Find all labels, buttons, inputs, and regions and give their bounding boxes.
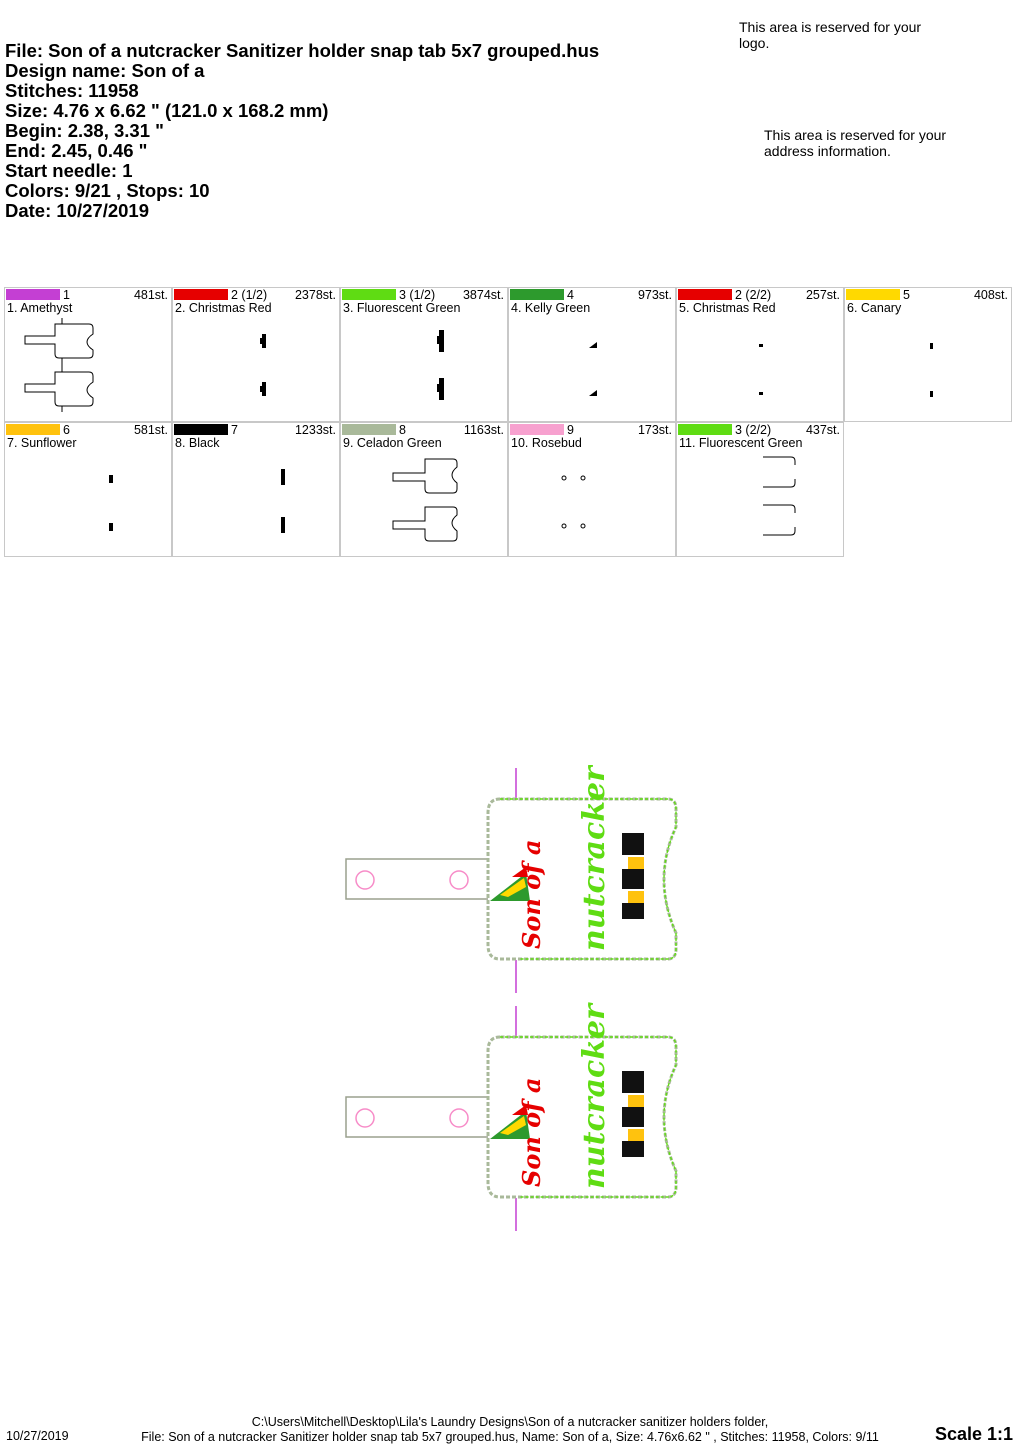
- color-cell: 9 173st. 10. Rosebud: [508, 422, 676, 557]
- color-cell: 3 (2/2) 437st.11. Fluorescent Green: [676, 422, 844, 557]
- color-sequence-grid: 1 481st. 1. Amethyst 2 (1/2) 2378st. 2. Chris…: [4, 287, 1014, 559]
- color-name: 1. Amethyst: [7, 301, 73, 315]
- color-name: 9. Celadon Green: [343, 436, 442, 450]
- color-name: 10. Rosebud: [511, 436, 582, 450]
- needle-number: 3 (1/2): [399, 288, 436, 302]
- needle-number: 2 (1/2): [231, 288, 268, 302]
- footer-info: C:\Users\Mitchell\Desktop\Lila's Laundry…: [120, 1415, 900, 1445]
- sanitizer-holder-top: Son of a nutcracker: [345, 765, 678, 993]
- color-preview-thumbnail: [763, 456, 796, 536]
- design-name: Design name: Son of a: [5, 60, 205, 81]
- color-cell: 1 481st. 1. Amethyst: [4, 287, 172, 422]
- color-name: 6. Canary: [847, 301, 902, 315]
- design-text-line1: Son of a: [517, 1078, 546, 1187]
- begin-point: Begin: 2.38, 3.31 ": [5, 120, 164, 141]
- color-cell: 8 1163st. 9. Celadon Green: [340, 422, 508, 557]
- color-cell: 3 (1/2) 3874st.3. Fluorescent Green: [340, 287, 508, 422]
- color-swatch: [510, 424, 564, 435]
- color-preview-thumbnail: [561, 475, 586, 529]
- logo-reserved-note: This area is reserved for your logo.: [739, 19, 922, 51]
- stitch-count: 257st.: [805, 288, 840, 302]
- stitch-count: 2378st.: [294, 288, 336, 302]
- design-preview: Son of a nutcracker Son of a nutcracker: [345, 765, 678, 1231]
- color-swatch: [342, 289, 396, 300]
- stitch-count: 173st.: [637, 423, 672, 437]
- color-swatch: [846, 289, 900, 300]
- end-point: End: 2.45, 0.46 ": [5, 140, 148, 161]
- color-cell: 2 (2/2) 257st. 5. Christmas Red: [676, 287, 844, 422]
- color-preview-thumbnail: [759, 344, 763, 395]
- color-swatch: [6, 424, 60, 435]
- needle-number: 1: [63, 288, 70, 302]
- color-cell: 2 (1/2) 2378st. 2. Christmas Red: [172, 287, 340, 422]
- color-preview-thumbnail: [24, 318, 94, 412]
- color-preview-thumbnail: [589, 342, 597, 396]
- color-cell: 6 581st. 7. Sunflower: [4, 422, 172, 557]
- design-size: Size: 4.76 x 6.62 " (121.0 x 168.2 mm): [5, 100, 329, 121]
- file-name: File: Son of a nutcracker Sanitizer hold…: [5, 40, 600, 61]
- needle-number: 2 (2/2): [735, 288, 772, 302]
- needle-number: 8: [399, 423, 406, 437]
- stitch-count: 481st.: [133, 288, 168, 302]
- footer-scale: Scale 1:1: [935, 1424, 1014, 1444]
- stitch-count: 408st.: [973, 288, 1008, 302]
- stitch-count: 1233st.: [294, 423, 336, 437]
- color-preview-thumbnail: [260, 334, 266, 396]
- color-preview-thumbnail: [930, 343, 933, 397]
- color-name: 11. Fluorescent Green: [679, 436, 803, 450]
- sanitizer-holder-bottom: Son of a nutcracker: [345, 1002, 678, 1231]
- color-preview-thumbnail: [437, 330, 444, 400]
- footer-summary: File: Son of a nutcracker Sanitizer hold…: [141, 1430, 879, 1444]
- needle-number: 5: [903, 288, 910, 302]
- color-cell: 7 1233st. 8. Black: [172, 422, 340, 557]
- color-swatch: [174, 424, 228, 435]
- stitch-count: 437st.: [805, 423, 840, 437]
- stitch-count: 581st.: [133, 423, 168, 437]
- design-text-line2: nutcracker: [577, 1002, 612, 1189]
- color-swatch: [6, 289, 60, 300]
- color-swatch: [510, 289, 564, 300]
- color-name: 4. Kelly Green: [511, 301, 591, 315]
- color-swatch: [342, 424, 396, 435]
- color-swatch: [678, 424, 732, 435]
- needle-number: 6: [63, 423, 70, 437]
- stitch-count: 973st.: [637, 288, 672, 302]
- color-swatch: [678, 289, 732, 300]
- stitch-count: 1163st.: [463, 423, 504, 437]
- stitch-count: 3874st.: [462, 288, 504, 302]
- color-preview-thumbnail: [109, 475, 113, 531]
- color-name: 7. Sunflower: [7, 436, 77, 450]
- colors-stops: Colors: 9/21 , Stops: 10: [5, 180, 210, 201]
- color-name: 3. Fluorescent Green: [343, 301, 461, 315]
- needle-number: 4: [567, 288, 574, 302]
- needle-number: 7: [231, 423, 238, 437]
- design-info: File: Son of a nutcracker Sanitizer hold…: [5, 41, 599, 221]
- color-name: 2. Christmas Red: [175, 301, 272, 315]
- needle-number: 9: [567, 423, 574, 437]
- color-cell: 5 408st. 6. Canary: [844, 287, 1012, 422]
- color-preview-thumbnail: [392, 458, 458, 542]
- start-needle: Start needle: 1: [5, 160, 133, 181]
- footer-date: 10/27/2019: [6, 1429, 69, 1443]
- design-text-line1: Son of a: [517, 840, 546, 949]
- color-swatch: [174, 289, 228, 300]
- footer-path: C:\Users\Mitchell\Desktop\Lila's Laundry…: [251, 1415, 769, 1429]
- design-date: Date: 10/27/2019: [5, 200, 149, 221]
- design-text-line2: nutcracker: [577, 765, 612, 951]
- stitch-count: Stitches: 11958: [5, 80, 139, 101]
- needle-number: 3 (2/2): [735, 423, 772, 437]
- color-preview-thumbnail: [281, 469, 285, 533]
- color-cell: 4 973st. 4. Kelly Green: [508, 287, 676, 422]
- color-name: 8. Black: [175, 436, 220, 450]
- address-reserved-note: This area is reserved for your address i…: [764, 127, 947, 159]
- color-name: 5. Christmas Red: [679, 301, 776, 315]
